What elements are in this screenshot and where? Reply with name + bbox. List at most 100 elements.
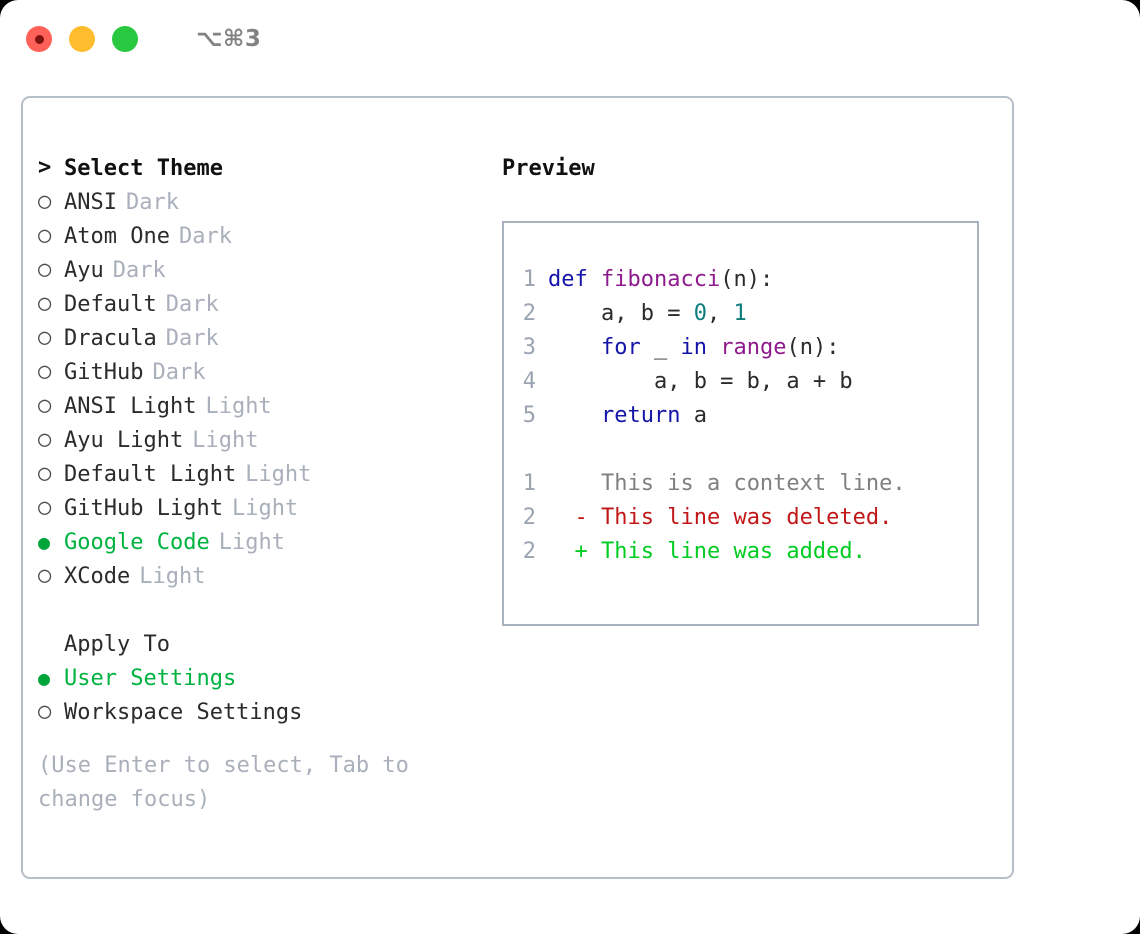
diff-line: 2 + This line was added. (504, 539, 977, 573)
traffic-lights (26, 26, 138, 52)
diff-text: This is a context line. (587, 471, 906, 496)
theme-name: XCode (64, 563, 131, 589)
code-diff-separator (504, 437, 977, 471)
theme-name: GitHub (64, 359, 144, 385)
code-token: range (720, 335, 787, 360)
radio-unselected-icon[interactable]: ○ (38, 189, 52, 214)
theme-list-item[interactable]: ○ XCode Light (38, 559, 488, 593)
code-line-number: 5 (522, 403, 536, 428)
theme-variant-badge: Light (245, 461, 312, 487)
theme-name: GitHub Light (64, 495, 223, 521)
theme-name: Default (64, 291, 157, 317)
theme-variant-badge: Light (192, 427, 259, 453)
code-token: 0 (693, 301, 707, 326)
code-token: a, b = (548, 301, 694, 326)
code-line-number: 1 (522, 267, 536, 292)
theme-variant-badge: Light (139, 563, 206, 589)
code-token: (n): (786, 335, 840, 360)
radio-selected-icon[interactable]: ● (38, 666, 51, 690)
theme-name: ANSI Light (64, 393, 197, 419)
code-token: a (680, 403, 707, 428)
diff-sign (548, 471, 588, 496)
radio-unselected-icon[interactable]: ○ (38, 495, 52, 520)
theme-name: Default Light (64, 461, 237, 487)
diff-sample: 1 This is a context line. 2 - This line w… (504, 471, 977, 573)
theme-variant-badge: Light (231, 495, 299, 521)
code-token (707, 335, 720, 360)
radio-unselected-icon[interactable]: ○ (38, 359, 52, 384)
code-token: for (600, 335, 641, 360)
radio-unselected-icon[interactable]: ○ (38, 461, 52, 486)
diff-text: This line was added. (587, 539, 866, 564)
code-token: , (706, 301, 734, 326)
theme-list-item[interactable]: ○ GitHub Dark (38, 355, 488, 389)
radio-selected-icon[interactable]: ● (38, 530, 51, 554)
apply-to-heading: Apply To (38, 627, 488, 661)
select-theme-title: Select Theme (64, 155, 223, 181)
theme-list-item[interactable]: ● Google Code Light (38, 525, 488, 559)
theme-list-item[interactable]: ○ Default Light Light (38, 457, 488, 491)
diff-line-content: - This line was deleted. (548, 505, 892, 530)
apply-to-title: Apply To (64, 631, 170, 657)
code-line-content: a, b = b, a + b (548, 369, 853, 394)
theme-list-item[interactable]: ○ Ayu Light Light (38, 423, 488, 457)
theme-name: Google Code (64, 529, 210, 555)
diff-line: 2 - This line was deleted. (504, 505, 977, 539)
radio-unselected-icon[interactable]: ○ (38, 291, 52, 316)
apply-to-option[interactable]: ○Workspace Settings (38, 695, 488, 729)
theme-list-item[interactable]: ○ GitHub Light Light (38, 491, 488, 525)
radio-unselected-icon[interactable]: ○ (38, 223, 52, 248)
diff-line-content: + This line was added. (548, 539, 866, 564)
close-button[interactable] (26, 26, 52, 52)
theme-variant-badge: Dark (152, 359, 206, 385)
keyboard-hint-text: (Use Enter to select, Tab to change focu… (38, 753, 423, 812)
keyboard-shortcut-label: ⌥⌘3 (196, 26, 262, 52)
apply-to-list: ●User Settings○Workspace Settings (38, 661, 488, 729)
code-line: 2 a, b = 0, 1 (504, 301, 977, 335)
radio-unselected-icon[interactable]: ○ (38, 325, 52, 350)
zoom-button[interactable] (112, 26, 138, 52)
radio-unselected-icon[interactable]: ○ (38, 427, 52, 452)
code-token: (n): (720, 267, 774, 292)
minimize-button[interactable] (69, 26, 95, 52)
code-line-content: return a (548, 403, 707, 428)
prompt-caret-icon: > (38, 155, 52, 180)
radio-unselected-icon[interactable]: ○ (38, 257, 52, 282)
theme-list-item[interactable]: ○ Default Dark (38, 287, 488, 321)
radio-unselected-icon[interactable]: ○ (38, 699, 52, 724)
theme-name: Ayu (64, 257, 104, 283)
diff-line-number: 2 (522, 539, 536, 564)
diff-line-number: 1 (522, 471, 536, 496)
code-token: fibonacci (600, 267, 721, 292)
code-line-content: a, b = 0, 1 (548, 301, 747, 326)
code-line: 5 return a (504, 403, 977, 437)
code-line: 3 for _ in range(n): (504, 335, 977, 369)
theme-variant-badge: Dark (165, 291, 219, 317)
apply-to-option[interactable]: ●User Settings (38, 661, 488, 695)
theme-name: Atom One (64, 223, 170, 249)
code-line-content: for _ in range(n): (548, 335, 839, 360)
code-token: return (600, 403, 681, 428)
radio-unselected-icon[interactable]: ○ (38, 563, 52, 588)
theme-variant-badge: Light (218, 529, 285, 555)
radio-unselected-icon[interactable]: ○ (38, 393, 52, 418)
code-line-number: 2 (522, 301, 536, 326)
theme-variant-badge: Dark (125, 189, 179, 215)
diff-line-content: This is a context line. (548, 471, 906, 496)
diff-sign: + (548, 539, 588, 564)
theme-name: Ayu Light (64, 427, 184, 453)
select-theme-heading: > Select Theme (38, 151, 488, 185)
diff-text: This line was deleted. (587, 505, 893, 530)
apply-to-marker-placeholder (38, 633, 64, 655)
